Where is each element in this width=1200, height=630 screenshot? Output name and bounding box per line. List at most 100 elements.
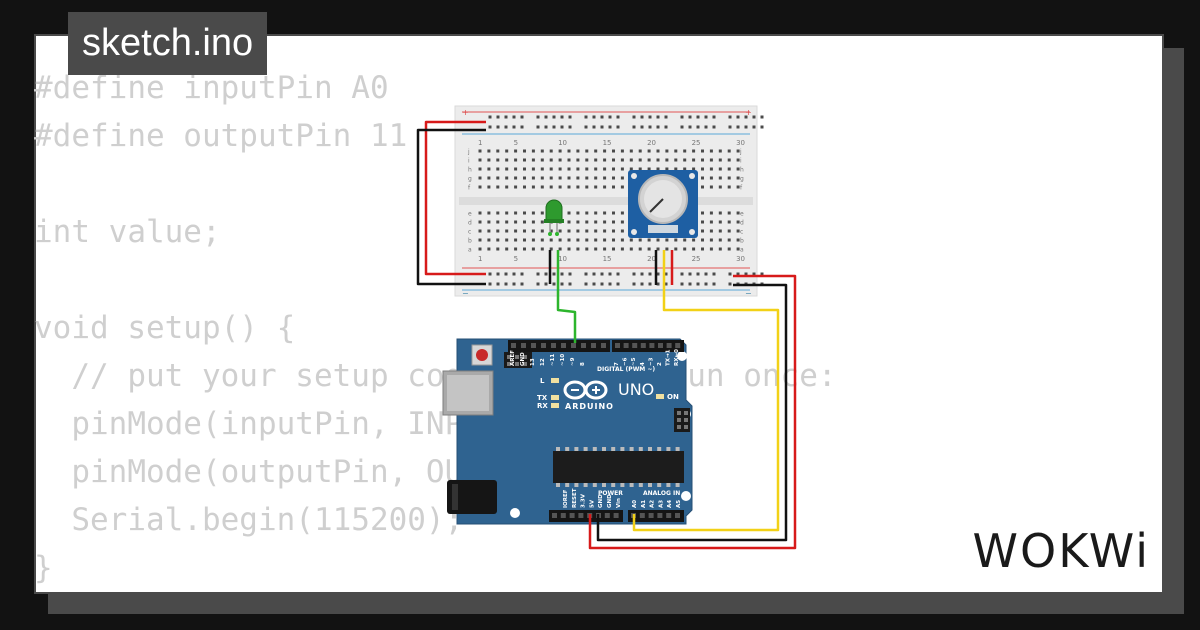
power-jack-icon [447,480,497,514]
led-l-indicator [551,378,559,383]
row-letter: d [740,220,744,227]
column-number: 20 [647,255,656,263]
led-icon[interactable] [544,199,564,236]
analog-pin-label: A2 [650,500,656,508]
digital-pin-label: ~10 [560,354,566,366]
row-letter: e [740,211,744,218]
digital-pin-label: ~5 [631,357,637,366]
reset-button-icon[interactable] [471,344,493,366]
analog-label: ANALOG IN [643,490,680,497]
file-tab[interactable]: sketch.ino [68,12,268,75]
rail-minus-sign: − [745,289,752,298]
arduino-logo-icon [563,380,608,400]
digital-pin-label: ~9 [570,357,576,366]
digital-pin-label: 13 [530,358,536,366]
column-number: 5 [514,255,518,263]
wire-red-right [588,274,797,550]
row-letter: a [740,247,744,254]
column-number: 10 [558,255,567,263]
power-pin-label: RESET [572,488,578,508]
digital-pin-label: ~3 [648,357,654,366]
analog-pin-label: A1 [641,500,647,508]
digital-pin-label: ~6 [623,357,629,366]
potentiometer-icon[interactable] [628,170,698,238]
analog-pin-label: A5 [676,500,682,508]
digital-label: DIGITAL (PWM ~) [597,366,655,373]
row-letter: b [740,238,744,245]
column-number: 10 [558,139,567,147]
led-on-indicator [656,394,664,399]
power-pin-label: 5V [589,499,595,508]
row-letter: b [468,238,472,245]
digital-pin-label: 2 [657,362,663,366]
digital-pin-label: TX→1 [666,349,672,366]
brand-name: ARDUINO [565,402,614,411]
row-letter: i [740,158,742,165]
usb-port-icon [442,370,494,416]
power-pin-label: GND [598,494,604,508]
wire-yellow-pot [632,250,780,532]
digital-pin-label: RX←0 [674,349,680,366]
wires [416,120,797,550]
row-letter: i [468,158,470,165]
column-number: 30 [736,255,745,263]
digital-pin-label: 4 [640,362,646,366]
digital-pin-label: GND [520,352,526,366]
rail-plus-sign: + [745,108,752,117]
code-line: Serial.begin(115200); [34,502,464,538]
row-letter: c [740,229,743,236]
code-line: #define inputPin A0 [34,70,389,106]
rail-plus-sign: + [462,108,469,117]
digital-pin-label: ~11 [550,354,556,366]
label-l: L [540,377,545,385]
column-number: 15 [603,255,612,263]
power-pin-label: IOREF [563,489,569,508]
microcontroller-chip [553,447,684,487]
label-on: ON [667,393,679,401]
code-line: } [34,550,53,586]
row-letter: g [740,176,744,183]
row-letter: h [740,167,744,174]
column-number: 1 [478,139,482,147]
wokwi-logo: WOKWi [972,524,1150,578]
row-letter: d [468,220,472,227]
label-rx: RX [537,402,548,410]
code-line: #define outputPin 11 [34,118,408,154]
row-letter: e [468,211,472,218]
power-label: POWER [598,490,623,497]
digital-pin-label: AREF [510,350,516,366]
row-letter: h [468,167,472,174]
led-rx-indicator [551,403,559,408]
power-pin-label: GND [607,494,613,508]
wire-red-left [424,120,486,276]
analog-pin-label: A0 [632,500,638,508]
code-line: void setup() { [34,310,296,346]
digital-pin-label: 12 [540,358,546,366]
model-name: UNO [618,380,654,399]
column-number: 5 [514,139,518,147]
wire-black-right [596,283,788,542]
wire-black-left [416,128,486,286]
row-letter: j [739,149,742,156]
analog-pin-label: A3 [658,500,664,508]
column-number: 20 [647,139,656,147]
row-letter: j [467,149,470,156]
led-tx-indicator [551,395,559,400]
column-number: 15 [603,139,612,147]
power-pin-label: 3.3V [581,493,587,508]
wire-green-led [556,250,577,343]
power-pin-label: Vin [616,498,622,508]
digital-pin-label: 8 [580,362,586,366]
column-number: 30 [736,139,745,147]
column-number: 25 [692,255,701,263]
row-letter: g [468,176,472,183]
row-letter: f [740,185,743,192]
label-tx: TX [537,394,548,402]
digital-pin-label: 7 [614,362,620,366]
row-letter: c [468,229,471,236]
code-line: int value; [34,214,221,250]
row-letter: a [468,247,472,254]
